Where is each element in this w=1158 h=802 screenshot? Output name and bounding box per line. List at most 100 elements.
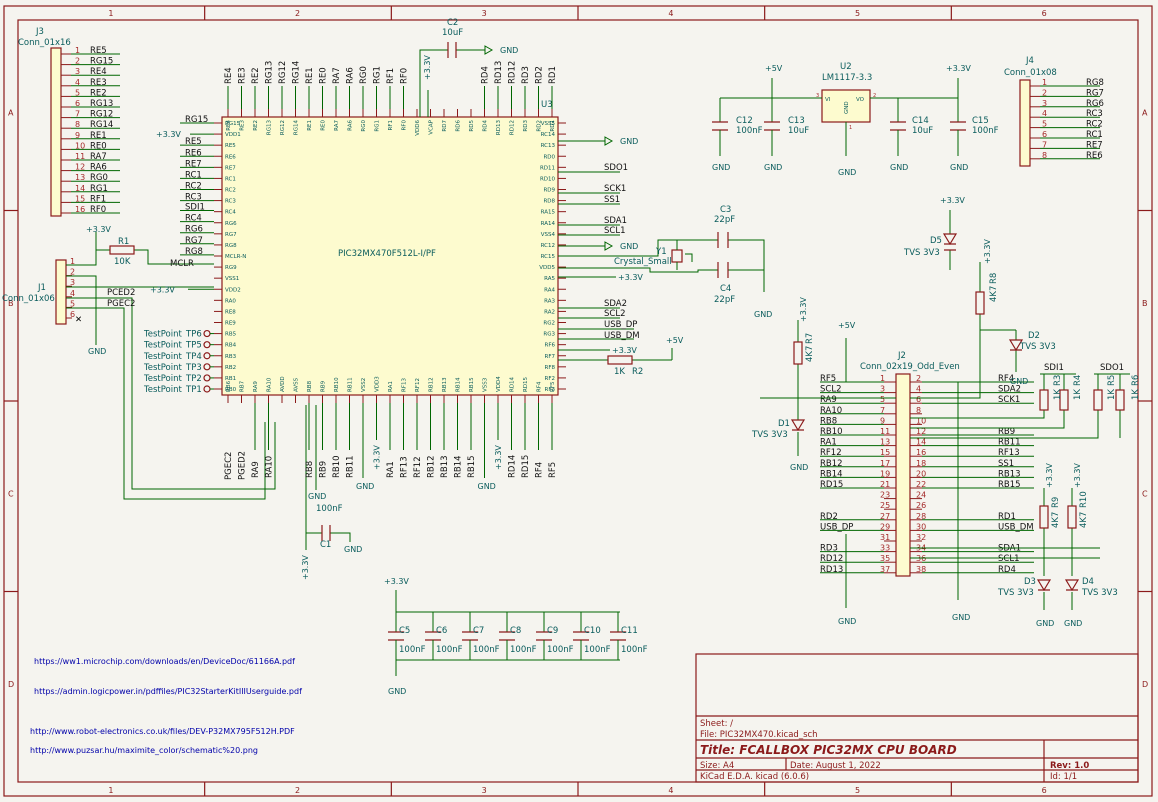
j3-pin-num: 14 — [75, 184, 85, 193]
u3-pin-name: RA6 — [348, 120, 354, 131]
frame-col-label: 2 — [295, 9, 300, 18]
u3-pin-name: VSS3 — [483, 377, 489, 392]
svg-text:GND: GND — [620, 242, 638, 251]
j3-pin-num: 3 — [75, 67, 80, 76]
u3-pin-name: RG13 — [267, 120, 273, 136]
svg-text:C1: C1 — [320, 540, 331, 550]
svg-text:4K7: 4K7 — [989, 286, 999, 302]
j3-net: RE2 — [90, 88, 107, 98]
svg-text:R6: R6 — [1131, 375, 1141, 386]
j3-net: RE5 — [90, 46, 107, 56]
j2-left-net: RF12 — [820, 448, 842, 458]
u3-pin-name: RC13 — [541, 143, 556, 149]
j2-pin-num: 24 — [916, 491, 926, 500]
u3-pin-name: RD12 — [510, 120, 516, 135]
u3-pin-name: RG2 — [543, 321, 555, 327]
svg-text:D4: D4 — [1082, 577, 1094, 587]
decap-ref: C5 — [399, 626, 410, 636]
u3-pin-name: RF5 — [550, 381, 556, 392]
j4-net: RE7 — [1086, 140, 1103, 150]
svg-text:100nF: 100nF — [736, 126, 763, 136]
u3-pin-name: RD10 — [540, 176, 556, 182]
svg-text:GND: GND — [500, 46, 518, 55]
svg-text:+3.3V: +3.3V — [940, 196, 965, 205]
u3-bottom-net: RB9 — [319, 461, 329, 478]
j2-pin-num: 3 — [880, 385, 885, 394]
j2-pin-num: 35 — [880, 554, 890, 563]
u3-left-net: RE6 — [185, 148, 202, 158]
svg-text:SDO1: SDO1 — [1100, 363, 1124, 373]
link-starter-kit-guide: https://admin.logicpower.in/pdffiles/PIC… — [34, 687, 302, 696]
u3-top-net: RE1 — [305, 67, 315, 84]
decap-ref: C6 — [436, 626, 447, 636]
svg-text:C3: C3 — [720, 205, 731, 215]
svg-text:R4: R4 — [1073, 375, 1083, 386]
u3-pin-name: AVDD — [280, 376, 286, 392]
j2-left-net: RD12 — [820, 554, 843, 564]
j2-pin-num: 30 — [916, 522, 926, 531]
svg-text:1K: 1K — [1107, 389, 1117, 400]
u3-pin-name: RF6 — [545, 343, 556, 349]
u3-bottom-net: PGED2 — [238, 451, 248, 480]
j2-pin-num: 5 — [880, 395, 885, 404]
svg-text:GND: GND — [308, 492, 326, 501]
u3-top-net: RE4 — [224, 67, 234, 84]
u3-pin-name: RF12 — [415, 378, 421, 392]
svg-text:PCED2: PCED2 — [107, 288, 135, 298]
testpoint-name: TestPoint — [143, 352, 183, 362]
decap-value: 100nF — [436, 645, 463, 655]
j4-net: RE6 — [1086, 151, 1103, 161]
svg-text:Id: 1/1: Id: 1/1 — [1050, 772, 1077, 782]
u3-pin-name: MCLR-N — [225, 254, 246, 260]
u3-top-net: RD12 — [508, 61, 518, 84]
svg-text:C13: C13 — [788, 116, 805, 126]
u3-pin-name: RF8 — [545, 365, 556, 371]
svg-text:SCL2: SCL2 — [604, 309, 625, 319]
u3-left-net: RE7 — [185, 159, 202, 169]
j2-pin-num: 23 — [880, 491, 890, 500]
decap-ref: C9 — [547, 626, 558, 636]
svg-text:GND: GND — [712, 163, 730, 172]
testpoint-name: TestPoint — [143, 330, 183, 340]
svg-text:GND: GND — [1010, 377, 1028, 386]
j2-left-net: RA10 — [820, 406, 842, 416]
j2-left-net: RB12 — [820, 459, 843, 469]
decap-value: 100nF — [399, 645, 426, 655]
j2-pin-num: 13 — [880, 438, 890, 447]
svg-text:TVS 3V3: TVS 3V3 — [1081, 588, 1118, 598]
u3-pin-name: RD2 — [537, 120, 543, 132]
u3-pin-name: RB1 — [225, 376, 236, 382]
j2-right-net: SDA1 — [998, 544, 1021, 554]
testpoint-icon — [203, 329, 211, 338]
j2-pin-num: 1 — [880, 374, 885, 383]
testpoint-name: TestPoint — [143, 341, 183, 351]
u3-pin-name: RC15 — [541, 254, 556, 260]
svg-text:+3.3V: +3.3V — [86, 225, 111, 234]
j2-pin-num: 9 — [880, 416, 885, 425]
u3-pin-name: VSS4 — [541, 232, 556, 238]
svg-text:+3.3V: +3.3V — [612, 346, 637, 355]
u3-pin-name: RC3 — [225, 199, 236, 205]
j4-pin-num: 6 — [1042, 130, 1047, 139]
u3-bottom-net: RA9 — [251, 461, 261, 478]
svg-text:C12: C12 — [736, 116, 753, 126]
svg-text:R7: R7 — [805, 333, 815, 344]
j2-pin-num: 11 — [880, 427, 890, 436]
u3-pin-name: RD13 — [496, 120, 502, 136]
u3-vdd2-power: +3.3V — [150, 285, 175, 294]
testpoint-ref: TP6 — [185, 330, 202, 340]
u3-pin-name: AVSS — [294, 377, 300, 392]
frame-row-label: C — [1142, 489, 1148, 498]
svg-text:GND: GND — [764, 163, 782, 172]
u3-pin-name: RD14 — [510, 376, 516, 392]
svg-text:2: 2 — [873, 93, 876, 99]
frame-col-label: 2 — [295, 786, 300, 795]
j3-net: RE3 — [90, 78, 107, 88]
svg-text:KiCad E.D.A. kicad (6.0.6): KiCad E.D.A. kicad (6.0.6) — [700, 772, 809, 782]
u3-pin-name: VSS5 — [541, 121, 556, 127]
svg-text:USB_DM: USB_DM — [604, 331, 640, 341]
testpoint-icon — [203, 352, 211, 360]
svg-text:GND: GND — [754, 310, 772, 319]
svg-text:TVS 3V3: TVS 3V3 — [751, 430, 788, 440]
